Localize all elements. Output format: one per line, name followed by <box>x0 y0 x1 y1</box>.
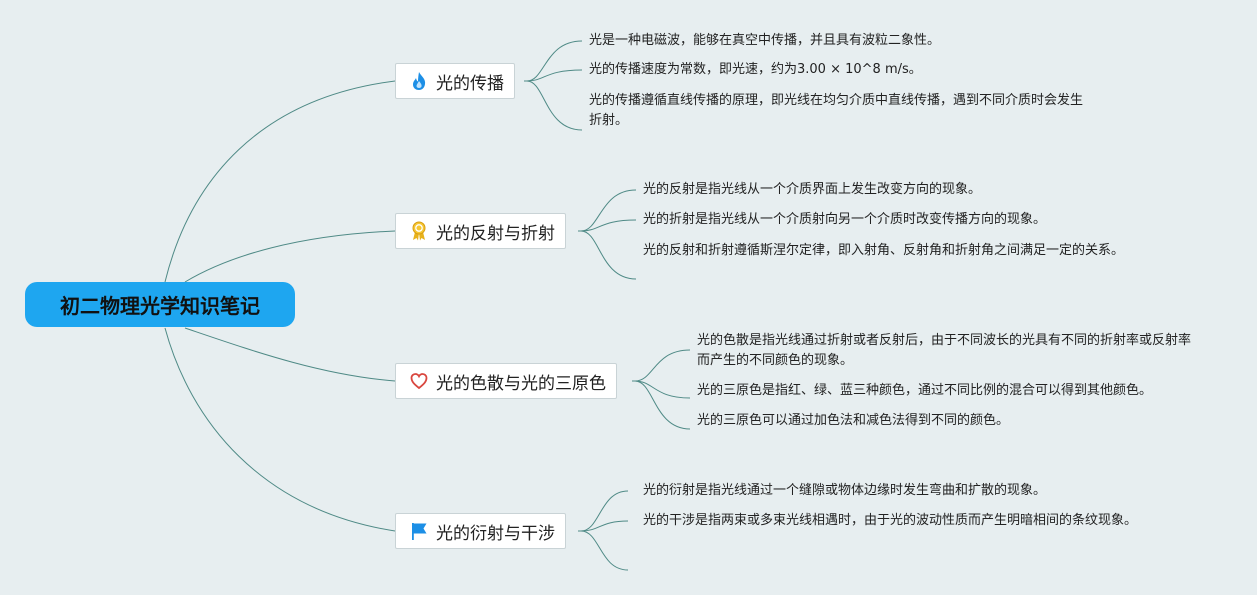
note-item: 光的三原色可以通过加色法和减色法得到不同的颜色。 <box>697 413 1010 428</box>
note-item: 光是一种电磁波，能够在真空中传播，并且具有波粒二象性。 <box>589 33 941 48</box>
branch-topic-dispersion-primary-colors[interactable]: 光的色散与光的三原色 <box>395 363 617 399</box>
note-item: 光的色散是指光线通过折射或者反射后，由于不同波长的光具有不同的折射率或反射率而产… <box>697 333 1192 368</box>
award-ribbon-icon <box>410 220 430 242</box>
flame-icon <box>410 70 430 92</box>
note-item: 光的折射是指光线从一个介质射向另一个介质时改变传播方向的现象。 <box>643 212 1047 227</box>
branch-topic-diffraction-interference[interactable]: 光的衍射与干涉 <box>395 513 566 549</box>
connector-root-to-branch-1 <box>164 80 396 283</box>
root-title: 初二物理光学知识笔记 <box>60 294 260 318</box>
note-item: 光的衍射是指光线通过一个缝隙或物体边缘时发生弯曲和扩散的现象。 <box>643 483 1047 498</box>
branch-title: 光的反射与折射 <box>436 223 555 244</box>
branch-title: 光的色散与光的三原色 <box>436 373 606 394</box>
connector-root-to-branch-2 <box>184 230 396 283</box>
connector-root-to-branch-4 <box>164 327 396 532</box>
heart-icon <box>410 370 430 392</box>
branch-topic-reflection-refraction[interactable]: 光的反射与折射 <box>395 213 566 249</box>
branch-title: 光的传播 <box>436 73 504 94</box>
note-item: 光的传播遵循直线传播的原理，即光线在均匀介质中直线传播，遇到不同介质时会发生折射… <box>589 93 1084 128</box>
flag-icon <box>410 520 430 542</box>
branch-topic-light-propagation[interactable]: 光的传播 <box>395 63 515 99</box>
note-item: 光的传播速度为常数，即光速，约为3.00 × 10^8 m/s。 <box>589 62 922 77</box>
note-item: 光的干涉是指两束或多束光线相遇时，由于光的波动性质而产生明暗相间的条纹现象。 <box>643 513 1138 528</box>
note-item: 光的反射是指光线从一个介质界面上发生改变方向的现象。 <box>643 182 982 197</box>
connector-root-to-branch-3 <box>184 327 396 382</box>
branch-title: 光的衍射与干涉 <box>436 523 555 544</box>
root-topic[interactable]: 初二物理光学知识笔记 <box>25 282 295 327</box>
note-item: 光的反射和折射遵循斯涅尔定律，即入射角、反射角和折射角之间满足一定的关系。 <box>643 243 1125 258</box>
note-item: 光的三原色是指红、绿、蓝三种颜色，通过不同比例的混合可以得到其他颜色。 <box>697 383 1153 398</box>
